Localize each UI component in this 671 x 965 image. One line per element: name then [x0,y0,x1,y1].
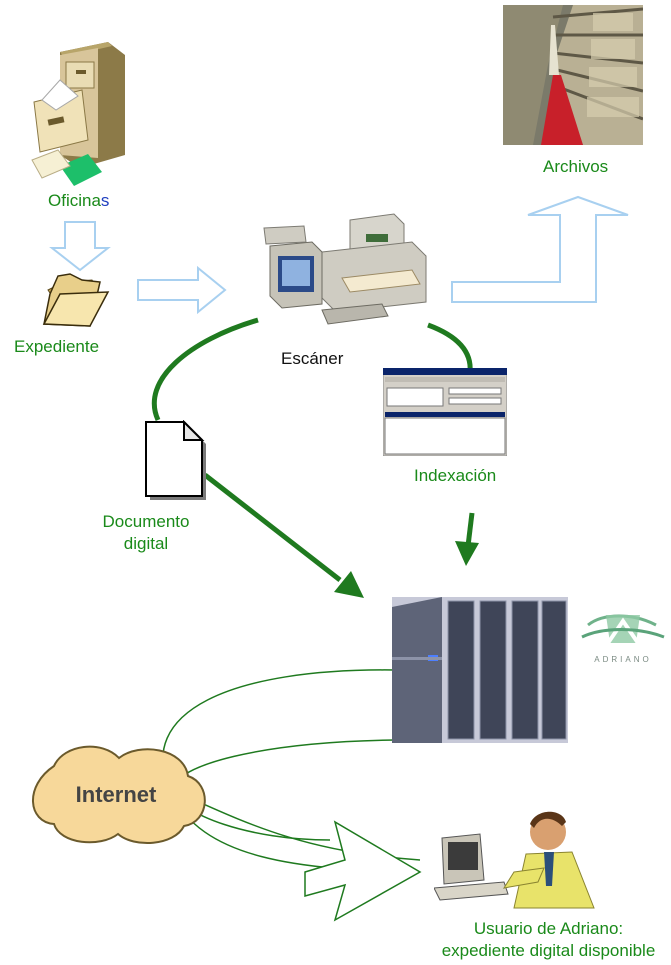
hollow-arrow-up-to-archivos [451,195,629,303]
label-usuario-line1: Usuario de Adriano: [473,919,624,938]
arrowhead-document-to-server [334,571,364,598]
internet-cloud-icon: Internet [32,745,206,844]
label-oficinas-main: Oficina [48,191,101,210]
label-indexacion: Indexación [414,466,497,485]
label-usuario-line2: expediente digital disponible [441,941,656,960]
label-oficinas-suffix: s [100,191,110,210]
label-escaner: Escáner [281,349,344,368]
hollow-arrow-down [49,221,111,272]
flow-scanner-to-document [151,317,259,422]
label-documento-digital: Documento digital [84,511,208,555]
adriano-logo: ADRIANO [581,614,665,664]
arrowhead-indexacion-to-server [455,541,479,566]
archive-shelves-photo [503,5,643,145]
label-usuario: Usuario de Adriano: expediente digital d… [426,918,671,962]
hollow-arrow-to-user [304,820,422,922]
user-at-computer-icon [434,811,595,909]
server-rack-photo [392,597,568,743]
document-icon [145,420,206,500]
flow-indexacion-to-server [465,512,475,547]
folder-icon [42,273,110,327]
label-archivos: Archivos [543,157,609,176]
label-documento-line1: Documento [102,512,190,531]
indexacion-window-thumbnail [383,368,507,456]
internet-label: Internet [76,782,157,807]
flow-scanner-to-indexacion [427,322,473,373]
label-expediente: Expediente [14,337,100,356]
adriano-logo-text: ADRIANO [594,655,651,664]
label-oficinas: Oficinas [48,191,109,211]
label-documento-line2: digital [123,534,169,553]
flow-document-to-server [203,473,342,582]
scanner-icon [263,213,427,325]
hollow-arrow-right [137,265,227,315]
filing-cabinet-icon [31,42,125,186]
